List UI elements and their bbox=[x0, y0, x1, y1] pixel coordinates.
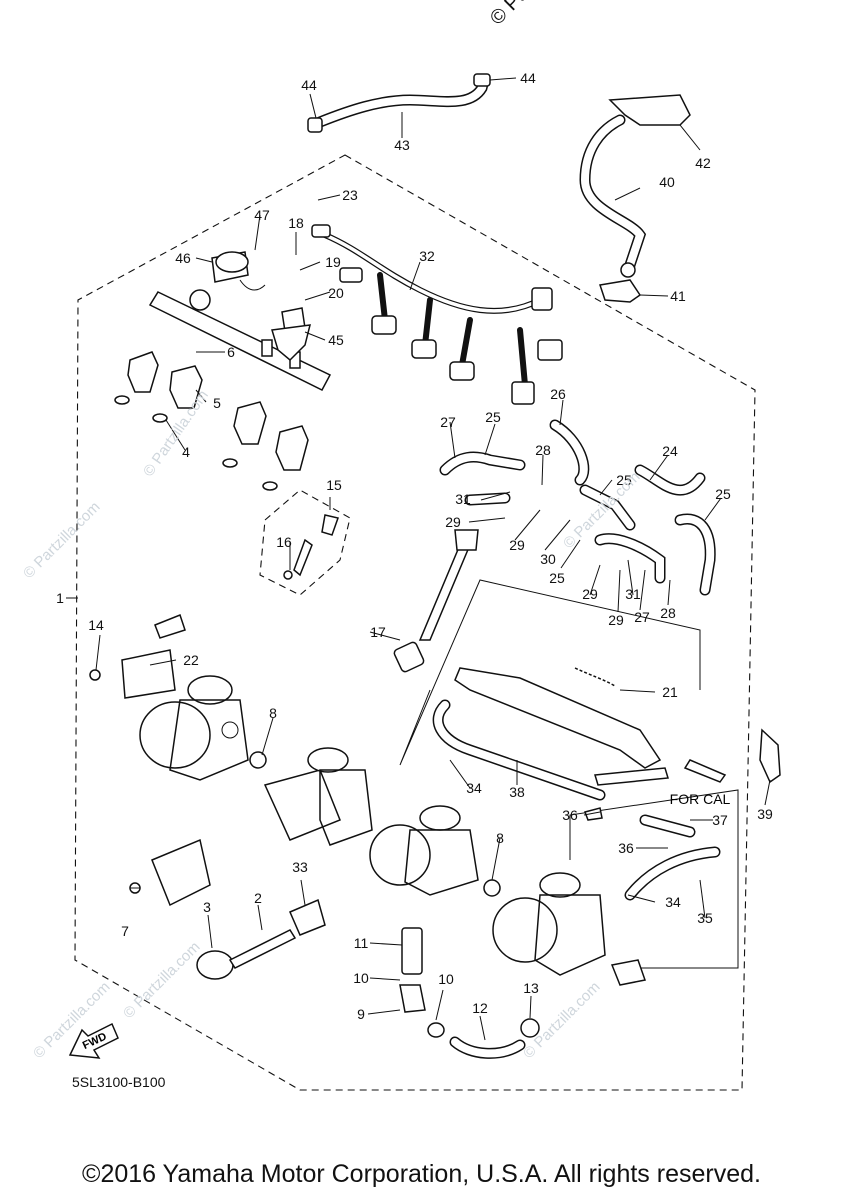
callout-29d: 29 bbox=[608, 612, 624, 628]
footer-copyright: ©2016 Yamaha Motor Corporation, U.S.A. A… bbox=[82, 1160, 761, 1188]
callout-46: 46 bbox=[175, 250, 191, 266]
throttle-body-4 bbox=[492, 872, 606, 976]
callout-14: 14 bbox=[88, 617, 104, 633]
throttle-body-3 bbox=[369, 805, 479, 896]
callout-31b: 31 bbox=[625, 586, 641, 602]
callout-28a: 28 bbox=[535, 442, 551, 458]
inset-15-box bbox=[259, 489, 351, 596]
for-cal-label: FOR CAL bbox=[670, 791, 731, 807]
callout-11: 11 bbox=[354, 935, 369, 951]
callout-1: 1 bbox=[56, 590, 64, 606]
callout-38: 38 bbox=[509, 784, 525, 800]
callout-17: 17 bbox=[370, 624, 386, 640]
callout-19: 19 bbox=[325, 254, 341, 270]
hose-35 bbox=[624, 814, 721, 901]
callout-29c: 29 bbox=[582, 586, 598, 602]
callout-30: 30 bbox=[540, 551, 556, 567]
callout-27a: 27 bbox=[440, 414, 456, 430]
callout-45: 45 bbox=[328, 332, 344, 348]
callout-16: 16 bbox=[276, 534, 292, 550]
wire-harness-32 bbox=[311, 224, 563, 405]
callout-25a: 25 bbox=[485, 409, 501, 425]
callout-5: 5 bbox=[213, 395, 221, 411]
callout-8b: 8 bbox=[496, 830, 504, 846]
callout-15: 15 bbox=[326, 477, 342, 493]
callout-36b: 36 bbox=[618, 840, 634, 856]
callout-41: 41 bbox=[670, 288, 686, 304]
sensor-45 bbox=[271, 307, 311, 362]
callout-40: 40 bbox=[659, 174, 675, 190]
callout-labels: 1 2 3 4 5 6 7 8 8 9 10 10 11 12 13 14 15… bbox=[56, 70, 773, 1022]
throttle-body-2 bbox=[263, 747, 373, 846]
callout-21: 21 bbox=[662, 684, 678, 700]
callout-27b: 27 bbox=[634, 609, 650, 625]
callout-8a: 8 bbox=[269, 705, 277, 721]
link-plate bbox=[454, 667, 781, 784]
callout-29b: 29 bbox=[509, 537, 525, 553]
callout-23: 23 bbox=[342, 187, 358, 203]
callout-32: 32 bbox=[419, 248, 435, 264]
callout-29a: 29 bbox=[445, 514, 461, 530]
callout-18: 18 bbox=[288, 215, 304, 231]
callout-31a: 31 bbox=[455, 491, 471, 507]
callout-2: 2 bbox=[254, 890, 262, 906]
fwd-arrow-icon: FWD bbox=[68, 1022, 119, 1059]
callout-35: 35 bbox=[697, 910, 713, 926]
callout-34b: 34 bbox=[665, 894, 681, 910]
callout-43: 43 bbox=[394, 137, 410, 153]
callout-39: 39 bbox=[757, 806, 773, 822]
throttle-shaft bbox=[393, 529, 479, 673]
hose-38 bbox=[432, 699, 606, 801]
callout-42: 42 bbox=[695, 155, 711, 171]
callout-44a: 44 bbox=[301, 77, 317, 93]
callout-33: 33 bbox=[292, 859, 308, 875]
callout-25b: 25 bbox=[616, 472, 632, 488]
assembly-outline bbox=[74, 154, 756, 1091]
callout-24: 24 bbox=[662, 443, 678, 459]
callout-25c: 25 bbox=[715, 486, 731, 502]
misc-small-parts bbox=[89, 514, 669, 1059]
callout-12: 12 bbox=[472, 1000, 488, 1016]
callout-22: 22 bbox=[183, 652, 199, 668]
callout-28b: 28 bbox=[660, 605, 676, 621]
linkage-frame bbox=[399, 579, 701, 766]
callout-44b: 44 bbox=[520, 70, 536, 86]
hose-40 bbox=[579, 94, 691, 303]
callout-4: 4 bbox=[182, 444, 190, 460]
callout-25d: 25 bbox=[549, 570, 565, 586]
callout-34a: 34 bbox=[466, 780, 482, 796]
vacuum-hoses bbox=[439, 419, 716, 596]
callout-9: 9 bbox=[357, 1006, 365, 1022]
callout-37: 37 bbox=[712, 812, 728, 828]
callout-47: 47 bbox=[254, 207, 270, 223]
callout-13: 13 bbox=[523, 980, 539, 996]
injectors bbox=[114, 351, 309, 491]
for-cal-box bbox=[569, 789, 739, 969]
leader-lines bbox=[66, 77, 771, 1041]
pressure-regulator-46 bbox=[211, 251, 266, 291]
callout-3: 3 bbox=[203, 899, 211, 915]
callout-36a: 36 bbox=[562, 807, 578, 823]
figure-code: 5SL3100-B100 bbox=[72, 1074, 166, 1090]
callout-10b: 10 bbox=[438, 971, 454, 987]
callout-26: 26 bbox=[550, 386, 566, 402]
callout-10a: 10 bbox=[353, 970, 369, 986]
callout-7: 7 bbox=[121, 923, 129, 939]
hose-43 bbox=[307, 73, 491, 133]
callout-20: 20 bbox=[328, 285, 344, 301]
callout-6: 6 bbox=[227, 344, 235, 360]
throttle-body-1 bbox=[139, 675, 249, 781]
